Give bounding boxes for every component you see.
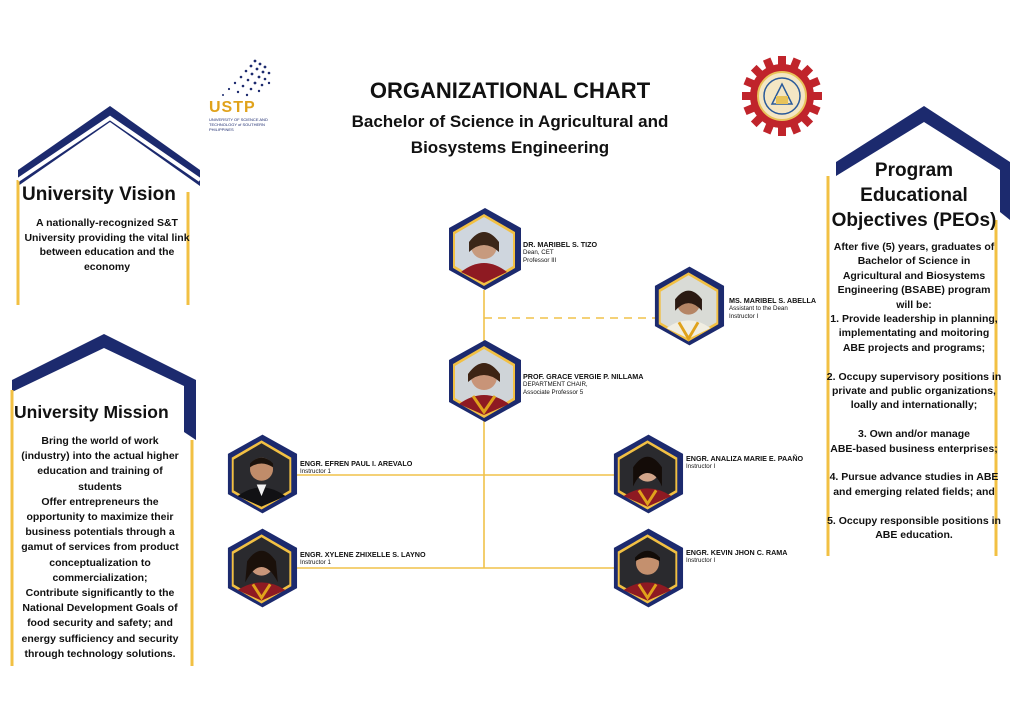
peo-line: and emerging related fields; and [833, 485, 995, 498]
mission-line: Bring the world of work [41, 435, 159, 447]
peo-title-line-2: Educational [860, 185, 968, 206]
person-arevalo: ENGR. EFREN PAUL I. AREVALO Instructor 1 [226, 434, 412, 519]
vision-line: University providing the vital link [24, 231, 190, 244]
peo-title-line-3: Objectives (PEOs) [831, 210, 997, 231]
ustp-dots-icon [222, 59, 271, 97]
mission-line: gamut of services from product [21, 541, 179, 554]
person-paano: ENGR. ANALIZA MARIE E. PAAÑO Instructor … [612, 434, 803, 519]
mission-line: food security and safety; and [27, 617, 173, 630]
paano-photo [613, 434, 684, 514]
peo-title: Program Educational Objectives (PEOs) [824, 158, 1004, 233]
ustp-brand-subtext: UNIVERSITY OF SCIENCE AND TECHNOLOGY of … [209, 117, 268, 132]
peo-line: will be: [896, 298, 932, 311]
mission-line: through technology solutions. [24, 647, 176, 660]
gear-seal-icon [742, 56, 822, 136]
layno-photo [227, 528, 298, 608]
peo-line: Bachelor of Science in [857, 255, 971, 268]
peo-text: After five (5) years, graduates of Bache… [824, 240, 1004, 542]
peo-line [824, 413, 1004, 427]
peo-line: implementating and moitoring [838, 327, 990, 340]
arevalo-name: ENGR. EFREN PAUL I. AREVALO [300, 459, 413, 468]
peo-panel-frame [826, 106, 1010, 556]
arevalo-title: Instructor 1 [300, 468, 331, 475]
person-layno: ENGR. XYLENE ZHIXELLE S. LAYNO Instructo… [226, 528, 426, 613]
assistant-rank: Instructor I [729, 313, 759, 320]
dean-photo [449, 208, 521, 290]
page-title: ORGANIZATIONAL CHART [369, 78, 651, 103]
peo-title-line-1: Program [874, 160, 954, 181]
page-subtitle-line-1: Bachelor of Science in Agricultural and [351, 112, 669, 131]
university-mission-panel: University Mission Bring the world of wo… [4, 330, 204, 670]
layno-name: ENGR. XYLENE ZHIXELLE S. LAYNO [300, 550, 426, 559]
ustp-brand-text: USTP [209, 99, 256, 116]
peo-line [824, 456, 1004, 470]
peo-line: After five (5) years, graduates of [833, 241, 995, 253]
peo-line: private and public organizations, [832, 385, 996, 398]
page-subtitle-line-2: Biosystems Engineering [410, 138, 610, 157]
peo-line: Agricultural and Biosystems [842, 269, 986, 282]
peo-line: loally and internationally; [850, 399, 978, 412]
mission-line: commercialization; [52, 571, 148, 584]
university-vision-panel: University Vision A nationally-recognize… [10, 100, 210, 310]
peo-line [824, 499, 1004, 513]
ustp-logo: USTP UNIVERSITY OF SCIENCE AND TECHNOLOG… [205, 55, 285, 140]
peo-line: ABE projects and programs; [842, 341, 986, 354]
mission-line: conceptualization to [49, 556, 151, 569]
chair-name: PROF. GRACE VERGIE P. NILLAMA [523, 372, 644, 381]
mission-line: business potentials through a [25, 526, 175, 539]
assistant-title: Assistant to the Dean [729, 305, 788, 312]
person-department-chair: PROF. GRACE VERGIE P. NILLAMA DEPARTMENT… [447, 340, 643, 427]
peo-line [824, 355, 1004, 369]
mission-line: opportunity to maximize their [26, 511, 174, 524]
peo-line: 2. Occupy supervisory positions in [826, 370, 1002, 383]
peo-panel: Program Educational Objectives (PEOs) Af… [820, 100, 1016, 560]
peo-line: Engineering (BSABE) program [837, 284, 991, 297]
peo-line: ABE-based business enterprises; [830, 442, 998, 455]
dean-name: DR. MARIBEL S. TIZO [523, 240, 598, 249]
paano-title: Instructor I [686, 463, 716, 470]
mission-line: Offer entrepreneurs the [41, 495, 159, 508]
chair-rank: Associate Professor 5 [523, 389, 584, 396]
mission-text: Bring the world of work (industry) into … [12, 434, 188, 662]
mission-line: Contribute significantly to the [25, 587, 175, 600]
mission-line: energy sufficiency and security [21, 632, 179, 645]
vision-line: between education and the [39, 246, 175, 258]
peo-line: 3. Own and/or manage [857, 428, 971, 441]
rama-photo [613, 528, 684, 608]
person-assistant-to-dean: MS. MARIBEL S. ABELLA Assistant to the D… [653, 266, 816, 351]
peo-line: 4. Pursue advance studies in ABE [829, 471, 999, 484]
mission-panel-frame [10, 334, 196, 666]
vision-line: A nationally-recognized S&T [36, 217, 178, 229]
mission-line: National Development Goals of [22, 602, 178, 615]
mission-line: (industry) into the actual higher [21, 450, 179, 463]
chair-title: DEPARTMENT CHAIR, [523, 381, 588, 388]
assistant-photo [654, 266, 725, 346]
vision-title: University Vision [22, 184, 176, 205]
mission-line: students [78, 480, 122, 493]
peo-line: ABE education. [875, 529, 953, 542]
rama-name: ENGR. KEVIN JHON C. RAMA [686, 548, 788, 557]
person-dean: DR. MARIBEL S. TIZO Dean, CET Professor … [447, 208, 597, 295]
dean-rank: Professor III [523, 257, 557, 264]
vision-line: economy [83, 260, 131, 273]
assistant-name: MS. MARIBEL S. ABELLA [729, 296, 817, 305]
rama-title: Instructor I [686, 557, 716, 564]
mission-title: University Mission [14, 402, 169, 422]
person-rama: ENGR. KEVIN JHON C. RAMA Instructor I [612, 528, 787, 613]
arevalo-photo [227, 434, 298, 514]
mission-line: education and training of [37, 465, 163, 478]
paano-name: ENGR. ANALIZA MARIE E. PAAÑO [686, 454, 804, 463]
dean-title: Dean, CET [523, 249, 554, 256]
engineering-seal-logo [742, 56, 822, 136]
chair-photo [449, 340, 521, 422]
peo-line: 1. Provide leadership in planning, [830, 313, 998, 326]
vision-panel-frame [16, 106, 202, 305]
layno-title: Instructor 1 [300, 559, 331, 566]
page-subtitle: Bachelor of Science in Agricultural and … [300, 109, 720, 161]
vision-text: A nationally-recognized S&T University p… [12, 216, 202, 274]
peo-line: 5. Occupy responsible positions in [827, 514, 1001, 527]
